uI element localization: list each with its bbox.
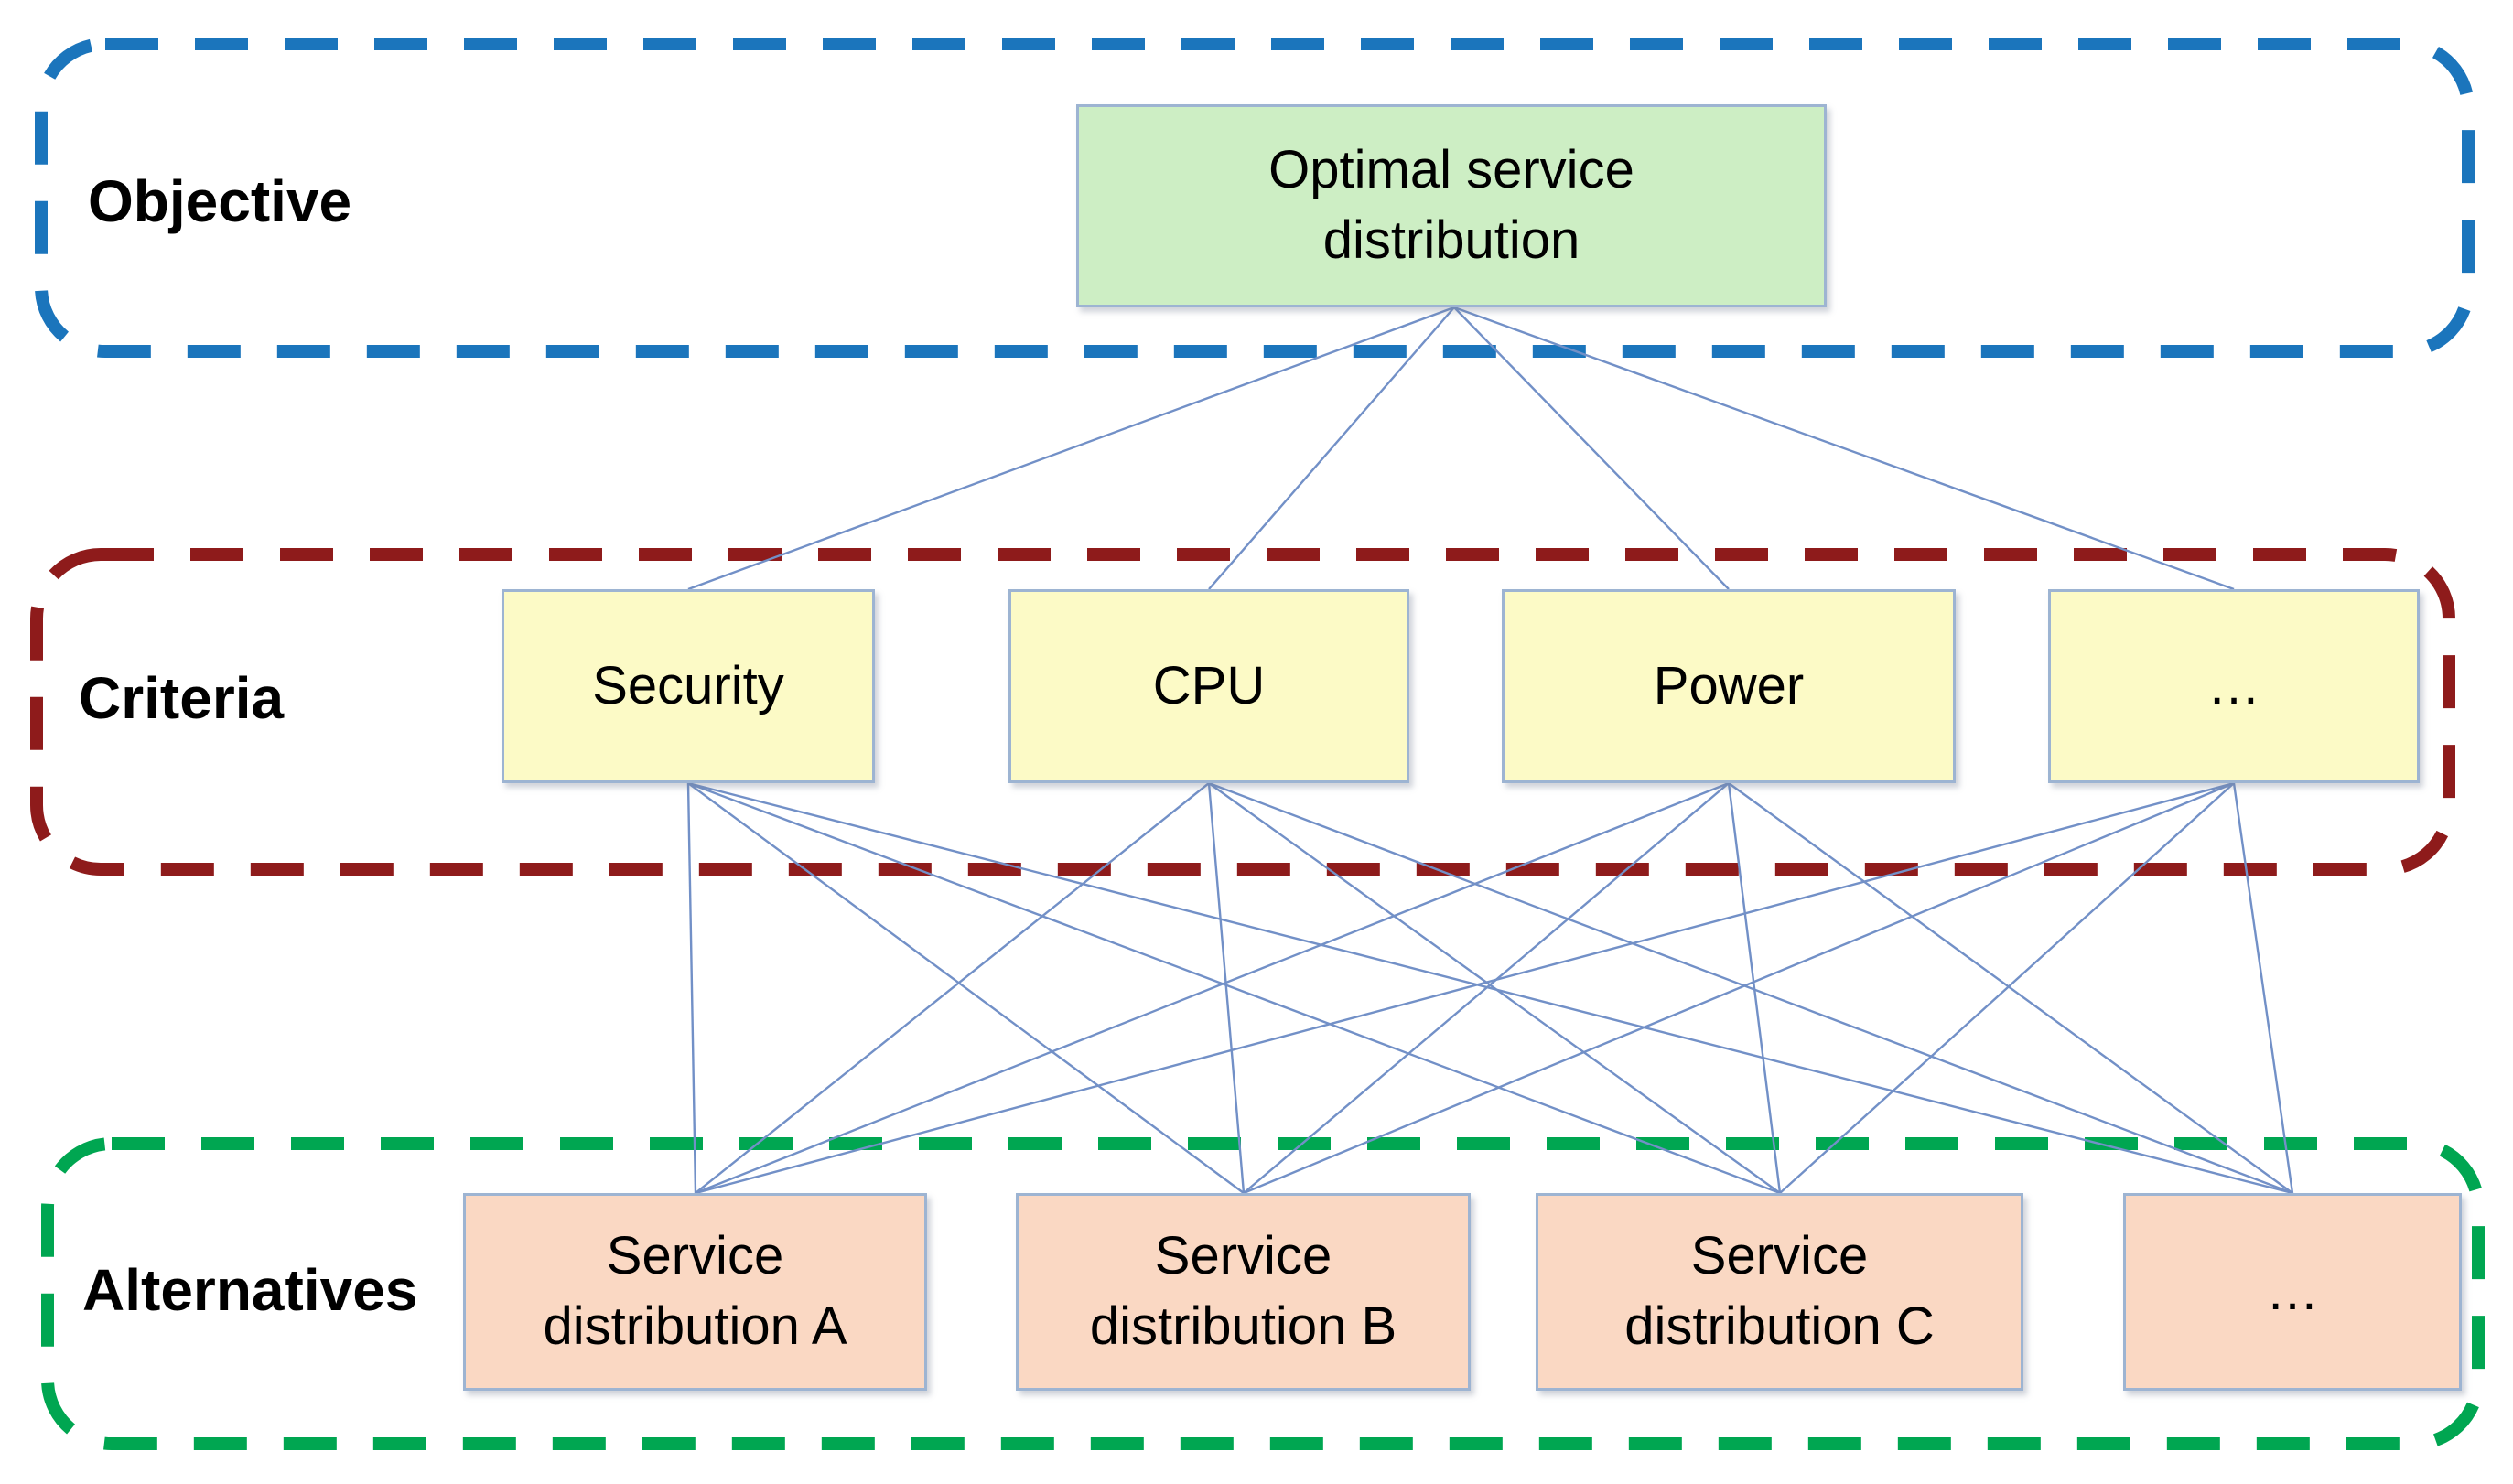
connector-security-a: [686, 782, 697, 1194]
criteria-to-alternatives-connectors: [686, 781, 2294, 1195]
connector-security-b: [687, 782, 1245, 1194]
connector-power-b: [1243, 782, 1730, 1194]
connector-cpu-ellipsis: [1208, 781, 2293, 1195]
objective-to-criteria-connectors: [687, 306, 2235, 591]
connector-power-ellipsis: [1728, 782, 2293, 1194]
alternative-node-a-label: Service distribution A: [543, 1226, 847, 1356]
criteria-node-security-label: Security: [592, 655, 784, 715]
criteria-node-power-label: Power: [1653, 655, 1805, 715]
criteria-node-security: Security: [502, 589, 875, 783]
criteria-group-outline: [30, 548, 2455, 876]
alternative-node-c: Service distribution C: [1536, 1193, 2023, 1391]
alternative-node-b-label: Service distribution B: [1089, 1226, 1397, 1356]
alternative-node-b: Service distribution B: [1016, 1193, 1471, 1391]
connector-cpu-c: [1208, 782, 1781, 1194]
criteria-group-label: Criteria: [79, 665, 285, 731]
objective-node: Optimal service distribution: [1076, 104, 1827, 307]
criteria-node-ellipsis-label: …: [2207, 655, 2260, 715]
connector-objective-power: [1453, 306, 1730, 590]
criteria-node-power: Power: [1502, 589, 1956, 783]
connector-ellipsis-ellipsis: [2232, 782, 2294, 1194]
connector-power-a: [695, 781, 1730, 1195]
connector-ellipsis-b: [1243, 781, 2235, 1195]
alternative-node-a: Service distribution A: [463, 1193, 927, 1391]
alternative-node-c-label: Service distribution C: [1624, 1226, 1935, 1356]
alternative-node-ellipsis: …: [2123, 1193, 2462, 1391]
connector-security-c: [687, 781, 1781, 1195]
criteria-node-cpu: CPU: [1008, 589, 1409, 783]
connector-objective-cpu: [1208, 306, 1455, 590]
connector-objective-security: [687, 306, 1455, 591]
alternatives-group-label: Alternatives: [82, 1257, 418, 1323]
connector-cpu-b: [1207, 782, 1246, 1194]
connector-objective-ellipsis: [1453, 306, 2235, 591]
connector-security-ellipsis: [687, 781, 2293, 1195]
alternatives-group-outline: [41, 1137, 2485, 1450]
objective-group-label: Objective: [88, 168, 352, 234]
criteria-node-cpu-label: CPU: [1152, 655, 1266, 715]
objective-node-label: Optimal service distribution: [1268, 140, 1634, 270]
connector-power-c: [1727, 782, 1782, 1194]
connector-ellipsis-c: [1779, 782, 2235, 1194]
alternative-node-ellipsis-label: …: [2266, 1261, 2319, 1321]
connector-cpu-a: [695, 782, 1210, 1194]
criteria-node-ellipsis: …: [2048, 589, 2420, 783]
connector-ellipsis-a: [695, 781, 2235, 1195]
